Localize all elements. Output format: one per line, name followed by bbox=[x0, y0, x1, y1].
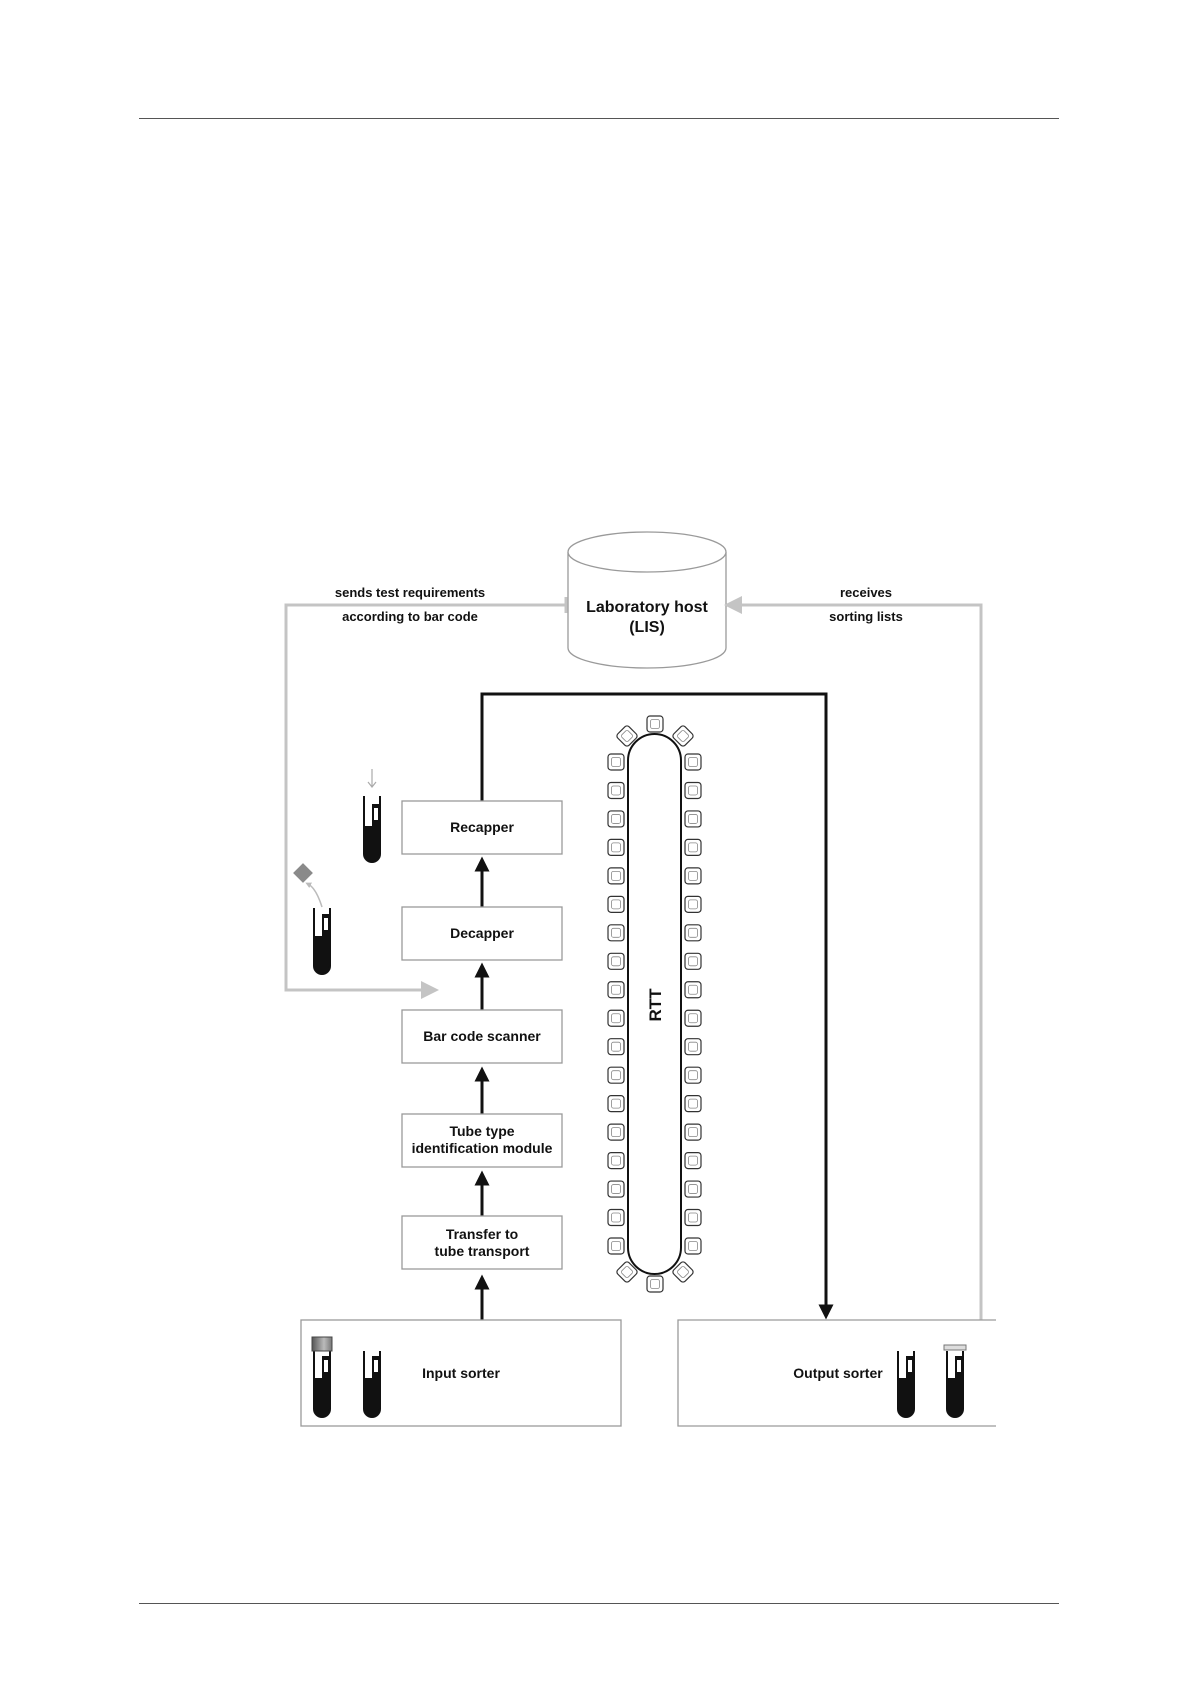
recapper-module: Recapper bbox=[402, 801, 562, 854]
rtt-slot bbox=[608, 896, 624, 912]
rtt-slot bbox=[608, 1238, 624, 1254]
rtt-slot bbox=[608, 1010, 624, 1026]
rtt-slot bbox=[608, 754, 624, 770]
decapper-module: Decapper bbox=[402, 907, 562, 960]
tube-content bbox=[898, 1378, 914, 1417]
input-sorter: Input sorter bbox=[301, 1320, 621, 1426]
rtt-slot bbox=[608, 982, 624, 998]
transfer-module: Transfer to tube transport bbox=[402, 1216, 562, 1269]
tube-content bbox=[947, 1378, 963, 1417]
rtt-conveyor: RTT bbox=[608, 716, 701, 1292]
tube-type-label-line2: identification module bbox=[412, 1140, 553, 1156]
rtt-slot bbox=[608, 1210, 624, 1226]
tube-content bbox=[364, 1378, 380, 1417]
decapper-label: Decapper bbox=[450, 925, 514, 941]
rtt-slot bbox=[685, 868, 701, 884]
tube-label bbox=[957, 1360, 961, 1372]
rtt-slot bbox=[608, 1181, 624, 1197]
tube-content bbox=[314, 1378, 330, 1417]
rtt-slot bbox=[685, 953, 701, 969]
tube-content bbox=[364, 826, 380, 862]
tube-label bbox=[324, 1360, 328, 1372]
test-tube-icon bbox=[314, 908, 330, 974]
rtt-slot bbox=[685, 1096, 701, 1112]
rtt-slot bbox=[608, 1096, 624, 1112]
rtt-slot bbox=[685, 754, 701, 770]
test-tube-icon bbox=[312, 1337, 332, 1417]
rtt-slot bbox=[608, 1124, 624, 1140]
tube-label bbox=[374, 808, 378, 820]
tube-content bbox=[314, 936, 330, 974]
rtt-slot bbox=[685, 1153, 701, 1169]
rtt-slot bbox=[608, 868, 624, 884]
test-tube-icon bbox=[364, 796, 380, 862]
rtt-slot bbox=[685, 1210, 701, 1226]
rtt-slot bbox=[685, 982, 701, 998]
left-annotation-line1: sends test requirements bbox=[335, 585, 485, 600]
host-subtitle: (LIS) bbox=[629, 619, 665, 636]
bar-code-scanner-module: Bar code scanner bbox=[402, 1010, 562, 1063]
tube-recap-lid bbox=[944, 1345, 966, 1350]
rtt-slot bbox=[608, 782, 624, 798]
transfer-label-line2: tube transport bbox=[435, 1243, 530, 1259]
right-annotation-line2: sorting lists bbox=[829, 609, 903, 624]
rtt-slot bbox=[685, 1181, 701, 1197]
laboratory-host-database: Laboratory host (LIS) bbox=[568, 532, 726, 668]
rtt-slot bbox=[608, 953, 624, 969]
rtt-slot bbox=[608, 1067, 624, 1083]
left-annotation-line2: according to bar code bbox=[342, 609, 478, 624]
rtt-slot bbox=[685, 1067, 701, 1083]
rtt-slot bbox=[685, 1124, 701, 1140]
rtt-slot bbox=[647, 716, 663, 732]
recapper-tube-icon bbox=[368, 769, 376, 787]
rtt-slot bbox=[685, 1039, 701, 1055]
output-sorter-label: Output sorter bbox=[793, 1365, 883, 1381]
input-sorter-label: Input sorter bbox=[422, 1365, 500, 1381]
tube-label bbox=[374, 1360, 378, 1372]
scanner-label: Bar code scanner bbox=[423, 1028, 541, 1044]
rtt-label: RTT bbox=[646, 988, 665, 1022]
rtt-slot bbox=[608, 1039, 624, 1055]
removed-cap-icon bbox=[293, 863, 322, 907]
tube-type-label-line1: Tube type bbox=[449, 1123, 514, 1139]
rtt-slot bbox=[685, 1010, 701, 1026]
recapper-label: Recapper bbox=[450, 819, 514, 835]
rtt-slot bbox=[685, 811, 701, 827]
rtt-slot bbox=[685, 896, 701, 912]
host-title: Laboratory host bbox=[586, 599, 708, 616]
rtt-slot bbox=[608, 811, 624, 827]
rtt-slot bbox=[685, 782, 701, 798]
tube-label bbox=[908, 1360, 912, 1372]
rtt-slot bbox=[608, 1153, 624, 1169]
rtt-slot bbox=[608, 925, 624, 941]
rtt-slot bbox=[608, 839, 624, 855]
tube-type-identification-module: Tube type identification module bbox=[402, 1114, 562, 1167]
rtt-slot bbox=[685, 839, 701, 855]
right-annotation-line1: receives bbox=[840, 585, 892, 600]
rtt-slot bbox=[685, 1238, 701, 1254]
right-data-flow bbox=[733, 605, 981, 1320]
tube-label bbox=[324, 918, 328, 930]
transfer-label-line1: Transfer to bbox=[446, 1226, 518, 1242]
rtt-slot bbox=[685, 925, 701, 941]
rtt-slot bbox=[647, 1276, 663, 1292]
tube-cap bbox=[312, 1337, 332, 1351]
